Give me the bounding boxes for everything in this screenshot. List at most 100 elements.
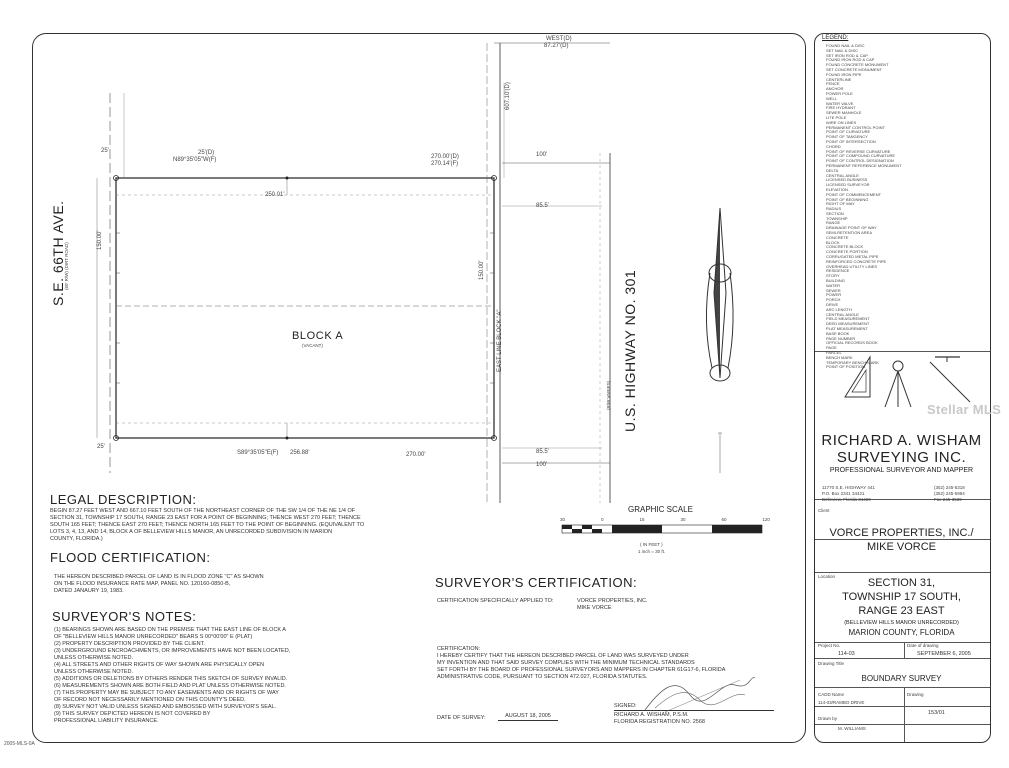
legend-item: SECTION xyxy=(826,211,844,216)
legend-item: FOUND CONCRETE MONUMENT xyxy=(826,63,889,68)
legend-item: CORRUGATED METAL PIPE xyxy=(826,255,879,260)
legend-item: WATER VALVE xyxy=(826,101,854,106)
legend-item: STORY xyxy=(826,274,840,279)
location-4: (BELLEVIEW HILLS MANOR UNRECORDED) xyxy=(844,620,959,626)
drawing-date-label: Date of drawing xyxy=(907,643,939,648)
scale-ratio: 1 inch = 30 ft. xyxy=(638,549,666,554)
legend-item: POINT OF CURVATURE xyxy=(826,130,871,135)
bearing-north: N89°35'05"W(F) xyxy=(173,157,217,163)
legend-item: PERMANENT CONTROL POINT xyxy=(826,125,885,130)
highway-label: U.S. HIGHWAY NO. 301 xyxy=(622,269,638,432)
notes-title: SURVEYOR'S NOTES: xyxy=(52,609,197,624)
legend-item: SEMI-RETENTION AREA xyxy=(826,231,873,236)
location-3: RANGE 23 EAST xyxy=(858,605,945,617)
cert-applies-1: VORCE PROPERTIES, INC. xyxy=(577,598,648,604)
legend-item: WELL xyxy=(826,96,837,101)
drawn-value: M. WILLIAMS xyxy=(838,726,866,731)
legal-title: LEGAL DESCRIPTION: xyxy=(50,492,197,507)
legend-item: FOUND IRON PIPE xyxy=(826,72,862,77)
graphic-scale xyxy=(561,524,763,534)
scale-title: GRAPHIC SCALE xyxy=(628,505,693,514)
legend-item: CONCRETE xyxy=(826,235,849,240)
legend-item: RIGHT OF WAY xyxy=(826,202,855,207)
legend-item: CHORD xyxy=(826,144,841,149)
flood-title: FLOOD CERTIFICATION: xyxy=(50,550,211,565)
legend-title: LEGEND: xyxy=(822,35,849,41)
client-label: Client xyxy=(818,508,830,513)
drawing-date-value: SEPTEMBER 6, 2005 xyxy=(917,651,971,657)
north-607: 607.10'(D) xyxy=(505,82,511,110)
legend-item: CENTRAL ANGLE xyxy=(826,173,859,178)
highway-sub: (R/W VARIES) xyxy=(606,380,611,410)
address-2: P.O. Box 2341 34421 xyxy=(822,491,865,496)
scale-unit: ( IN FEET ) xyxy=(640,542,663,547)
cert-body: I HEREBY CERTIFY THAT THE HEREON DESCRIB… xyxy=(437,653,726,680)
parcel-boundary xyxy=(115,177,495,439)
west-top-2: 87.27'(D) xyxy=(544,43,569,49)
dist-north-4: 25'(D) xyxy=(198,150,215,156)
legend-item: FIELD MEASUREMENT xyxy=(826,317,870,322)
drawing-title-label: Drawing Title xyxy=(818,661,845,666)
date-label: DATE OF SURVEY: xyxy=(437,715,486,721)
legend-item: PLAT MEASUREMENT xyxy=(826,327,868,332)
phone-1: (352) 245-5318 xyxy=(934,485,965,490)
legend-item: PAGE xyxy=(826,346,837,351)
legend-item: FENCE xyxy=(826,82,840,87)
survey-sheet-border xyxy=(32,33,806,743)
legend-item: BLOCK xyxy=(826,240,840,245)
sheet-label: Drawing xyxy=(907,692,924,697)
legend-item: RANGE xyxy=(826,221,841,226)
east-line-label: EAST LINE BLOCK "A" xyxy=(497,309,503,372)
dist-100-bottom: 100' xyxy=(536,462,548,468)
legend-item: POWER POLE xyxy=(826,91,853,96)
legend-item: CENTRAL ANGLE xyxy=(826,312,859,317)
legend-item: CENTERLINE xyxy=(826,77,852,82)
legend-item: DEED MEASUREMENT xyxy=(826,322,870,327)
cert-applies-2: MIKE VORCE xyxy=(577,605,612,611)
dist-south-2: 270.00' xyxy=(406,452,426,458)
legend-item: DELTA xyxy=(826,168,839,173)
legend-item: FOUND IRON ROD & CAP xyxy=(826,58,875,63)
legend-item: RESIDENCE xyxy=(826,269,850,274)
legend-item: POINT OF COMMENCEMENT xyxy=(826,192,882,197)
corner-marker-nw xyxy=(113,175,119,181)
corner-id: 2005-MLS-0A xyxy=(4,741,35,747)
survey-instrument-icon xyxy=(844,355,971,408)
legend-item: SET NAIL & DISC xyxy=(826,48,859,53)
dist-north-2: 270.14'(F) xyxy=(431,161,459,167)
legend-item: PAGE NUMBER xyxy=(826,336,856,341)
file-label: CADD Name xyxy=(818,692,845,697)
legend-item: CONCRETE BLOCK xyxy=(826,245,864,250)
client-name-2: MIKE VORCE xyxy=(866,541,937,553)
legal-description: BEGIN 87.27 FEET WEST AND 667.10 FEET SO… xyxy=(50,508,365,542)
title-block xyxy=(814,33,991,743)
legend-item: POWER xyxy=(826,293,842,298)
phone-2: (352) 245-5994 xyxy=(934,491,965,496)
west-top: WEST(D) xyxy=(546,36,572,42)
legend-item: PARCEL xyxy=(826,351,842,355)
location-5: MARION COUNTY, FLORIDA xyxy=(848,628,955,637)
corner-marker-sw xyxy=(113,435,119,441)
corner-marker-ne xyxy=(491,175,497,181)
legend-item: OVERHEAD UTILITY LINES xyxy=(826,264,878,269)
legend-item: RADIUS xyxy=(826,207,842,212)
corner-marker-se xyxy=(491,435,497,441)
legend-item: POINT OF REVERSE CURVATURE xyxy=(826,149,891,154)
project-label: Project No. xyxy=(818,643,841,648)
dist-north-3: 250.01' xyxy=(265,192,285,198)
dist-west: 150.00' xyxy=(97,230,103,251)
legend-item: BENCH MARK xyxy=(826,355,853,360)
legend-item: FOUND NAIL & DISC xyxy=(826,44,865,48)
block-sub: (VACANT) xyxy=(302,343,323,348)
company-name-2: SURVEYING INC. xyxy=(836,449,967,466)
dist-north-1: 270.00'(D) xyxy=(431,154,459,160)
north-arrow-icon xyxy=(705,207,734,382)
legend-item: SEWER xyxy=(826,288,841,293)
legend-item: BASE BOOK xyxy=(826,331,850,336)
legend-item: LICENSED BUSINESS xyxy=(826,178,868,183)
legend-item: DRIVE xyxy=(826,303,839,308)
legend-item: POINT OF INTERSECTION xyxy=(826,139,876,144)
dist-south-1: 256.88' xyxy=(290,450,310,456)
file-value: 114-03/RAMBO DRIVE xyxy=(818,700,865,705)
